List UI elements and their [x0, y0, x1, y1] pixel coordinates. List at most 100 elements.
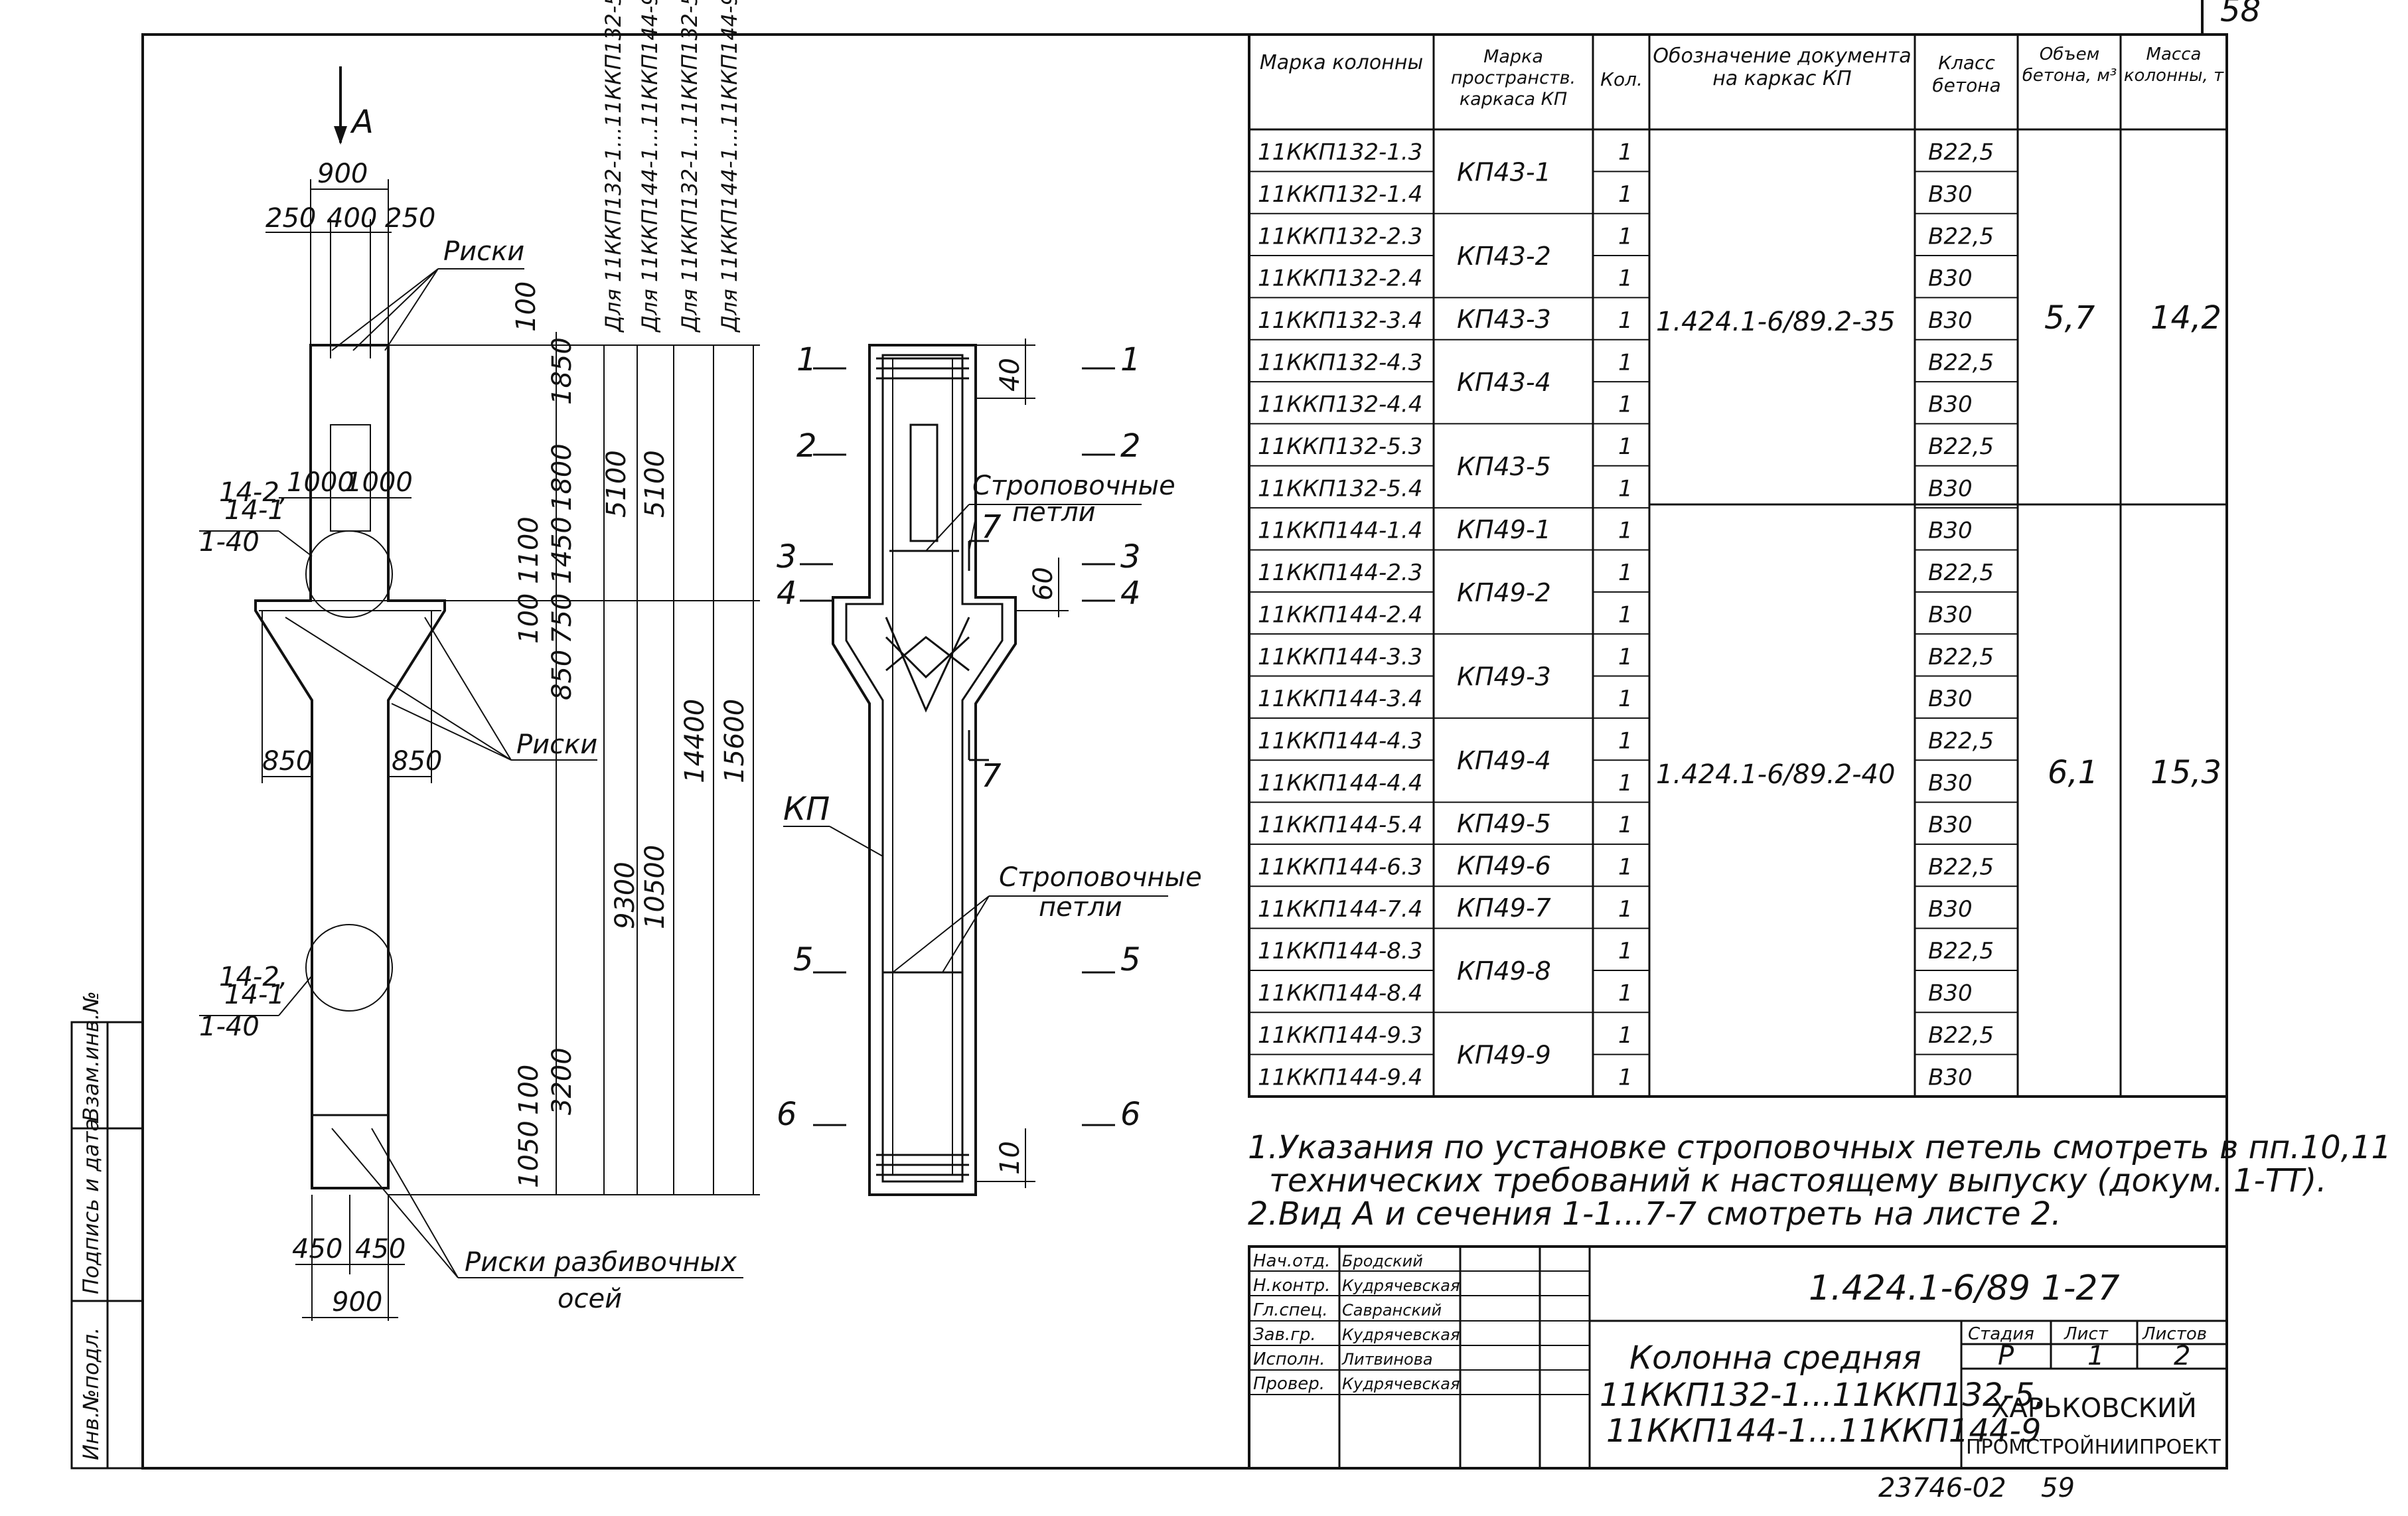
- kp-groups: КП43-1КП43-2КП43-3КП43-4КП43-5КП49-1КП49…: [1434, 157, 1593, 1070]
- svg-text:9300: 9300: [610, 862, 640, 929]
- svg-text:1800: 1800: [547, 443, 577, 511]
- callout-top-d: 1000: [287, 467, 354, 498]
- table-row-mark: 11ККП144-4.3: [1258, 727, 1422, 754]
- dim-width-top: 900: [317, 159, 368, 189]
- table-row-qty: 1: [1618, 223, 1633, 250]
- svg-text:1100: 1100: [514, 516, 544, 584]
- kp-group-label: КП49-3: [1457, 662, 1551, 692]
- side-stamp-sign: Подпись и дата: [78, 1118, 104, 1294]
- svg-text:1450: 1450: [547, 516, 577, 584]
- table-row-mark: 11ККП144-4.4: [1258, 770, 1422, 796]
- svg-text:6: 6: [1120, 1096, 1141, 1133]
- side-stamp: Инв.№подл. Подпись и дата Взам.инв.№: [70, 991, 144, 1470]
- svg-text:3: 3: [1120, 538, 1141, 575]
- table-row-qty: 1: [1618, 139, 1633, 166]
- kp-group-label: КП43-3: [1457, 305, 1551, 334]
- sheets-label: Листов: [2142, 1324, 2207, 1344]
- bottom-dim-left: 450: [292, 1234, 342, 1264]
- sling-top-b: петли: [1012, 497, 1096, 528]
- table-row-concrete: В22,5: [1928, 223, 1994, 250]
- dim-10: 10: [995, 1141, 1025, 1175]
- svg-text:5: 5: [793, 941, 814, 978]
- table-row-concrete: В30: [1928, 518, 1973, 544]
- table-row-mark: 11ККП132-4.4: [1258, 392, 1422, 418]
- svg-text:Для 11ККП132-1...11ККП132-5: Для 11ККП132-1...11ККП132-5: [677, 0, 702, 333]
- svg-text:4: 4: [777, 575, 797, 612]
- kp-group-label: КП49-5: [1457, 809, 1551, 838]
- table-row-mark: 11ККП132-3.4: [1258, 307, 1422, 334]
- table-row-mark: 11ККП132-4.3: [1258, 349, 1422, 376]
- staff-name: Савранский: [1342, 1301, 1442, 1320]
- table-row-mark: 11ККП144-8.3: [1258, 938, 1422, 964]
- svg-text:100: 100: [511, 281, 542, 332]
- stage-value: Р: [1998, 1341, 2014, 1371]
- table-row-concrete: В22,5: [1928, 433, 1994, 460]
- side-stamp-inv: Инв.№подл.: [78, 1327, 104, 1460]
- table-row-concrete: В30: [1928, 307, 1973, 334]
- table-row-qty: 1: [1618, 896, 1633, 923]
- risks-mid-label: Риски: [516, 729, 597, 760]
- reinforcement-view: Строповочные петли Строповочные петли КП…: [777, 339, 1202, 1196]
- table-row-mark: 11ККП144-9.4: [1258, 1064, 1422, 1091]
- table-row-qty: 1: [1618, 686, 1633, 712]
- mass-1: 14,2: [2150, 299, 2221, 337]
- kp-group-label: КП49-4: [1457, 746, 1551, 775]
- svg-text:850: 850: [547, 650, 577, 700]
- kp-group-label: КП49-9: [1457, 1041, 1551, 1070]
- table-row-qty: 1: [1618, 518, 1633, 544]
- note-1: 1.Указания по установке строповочных пет…: [1248, 1129, 2391, 1166]
- table-row-concrete: В22,5: [1928, 938, 1994, 964]
- kp-group-label: КП49-6: [1457, 852, 1551, 881]
- staff-name: Кудрячевская: [1342, 1326, 1460, 1344]
- table-row-concrete: В22,5: [1928, 727, 1994, 754]
- staff-name: Литвинова: [1341, 1350, 1433, 1369]
- table-row-concrete: В30: [1928, 1064, 1973, 1091]
- svg-text:2: 2: [796, 427, 817, 465]
- kp-group-label: КП43-5: [1457, 452, 1551, 481]
- table-row-qty: 1: [1618, 1022, 1633, 1049]
- table-row-concrete: В30: [1928, 686, 1973, 712]
- table-row-qty: 1: [1618, 812, 1633, 838]
- table-row-mark: 11ККП132-5.4: [1258, 475, 1422, 502]
- side-stamp-replace: Взам.инв.№: [78, 991, 104, 1122]
- table-row-concrete: В30: [1928, 980, 1973, 1007]
- risks-bottom-label: Риски разбивочных: [465, 1247, 737, 1278]
- table-row-mark: 11ККП132-1.3: [1258, 139, 1422, 166]
- table-row-mark: 11ККП144-5.4: [1258, 812, 1422, 838]
- table-row-concrete: В22,5: [1928, 644, 1994, 670]
- column-applicability-labels: Для 11ККП132-1...11ККП132-5 Для 11ККП144…: [601, 0, 742, 333]
- staff-role: Зав.гр.: [1253, 1325, 1316, 1345]
- callout-top-c: 1-40: [199, 527, 260, 558]
- callout-top-a: 14-2,: [219, 477, 288, 508]
- table-row-qty: 1: [1618, 938, 1633, 964]
- page-number: 58: [2220, 0, 2261, 29]
- svg-text:1: 1: [796, 341, 817, 378]
- kp-group-label: КП49-8: [1457, 956, 1551, 986]
- table-row-mark: 11ККП132-2.4: [1258, 265, 1422, 292]
- table-row-mark: 11ККП144-3.3: [1258, 644, 1422, 670]
- mass-2: 15,3: [2150, 754, 2221, 791]
- note-2: 2.Вид А и сечения 1-1...7-7 смотреть на …: [1248, 1195, 2062, 1233]
- table-row-qty: 1: [1618, 392, 1633, 418]
- table-row-mark: 11ККП144-9.3: [1258, 1022, 1422, 1049]
- table-row-mark: 11ККП144-7.4: [1258, 896, 1422, 923]
- table-row-concrete: В22,5: [1928, 854, 1994, 881]
- table-row-concrete: В30: [1928, 770, 1973, 796]
- title-block: Нач.отд.БродскийН.контр.КудрячевскаяГл.с…: [1248, 1245, 2228, 1470]
- title-3: 11ККП144-1...11ККП144-9: [1606, 1412, 2041, 1450]
- doc-2: 1.424.1-6/89.2-40: [1656, 759, 1895, 790]
- table-row-qty: 1: [1618, 349, 1633, 376]
- svg-text:1850: 1850: [547, 337, 577, 405]
- title-2: 11ККП132-1...11ККП132-5,: [1600, 1377, 2045, 1414]
- dim-60: 60: [1028, 567, 1059, 601]
- callout-bot-b: 14-1: [224, 980, 285, 1010]
- table-row-mark: 11ККП144-8.4: [1258, 980, 1422, 1007]
- bottom-dim-right: 450: [355, 1234, 406, 1264]
- table-row-qty: 1: [1618, 1064, 1633, 1091]
- svg-text:5: 5: [1120, 941, 1141, 978]
- staff-name: Бродский: [1342, 1252, 1423, 1270]
- svg-text:750: 750: [547, 593, 577, 644]
- volume-2: 6,1: [2048, 754, 2098, 791]
